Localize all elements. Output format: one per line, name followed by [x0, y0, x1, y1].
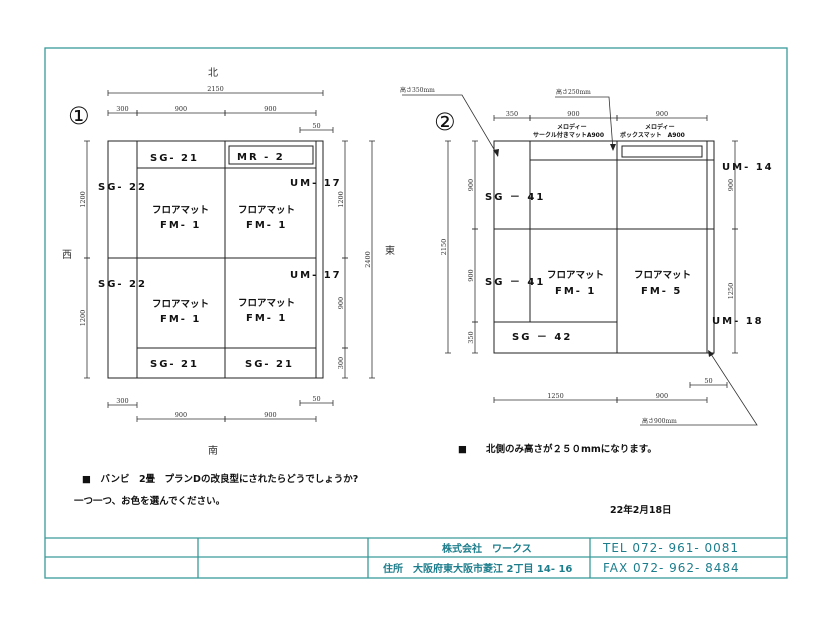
dimension-label: 50: [312, 122, 320, 130]
part-fm1: FM- 1: [555, 286, 596, 297]
drawing-date: 22年2月18日: [610, 504, 672, 516]
melody-label-a: メロディー: [557, 123, 587, 131]
sheet-frame: [44, 47, 788, 579]
part-sg22-a: SG- 22: [98, 182, 147, 193]
part-sg21-bottom-2: SG- 21: [245, 359, 294, 370]
plan-1-number: ①: [68, 102, 90, 130]
dimension-label: 50: [704, 377, 712, 385]
plan-1-outline: [107, 140, 324, 379]
company-fax: FAX 072- 962- 8484: [603, 561, 740, 575]
part-sg41-b: SG － 41: [485, 277, 545, 288]
plan-1: ① 北 南 西 東 SG- 21 MR - 2 SG- 22 SG- 22 UM…: [62, 67, 395, 457]
leader-lines: [402, 94, 758, 426]
part-sg22-b: SG- 22: [98, 279, 147, 290]
part-sg21-top: SG- 21: [150, 153, 199, 164]
part-um18: UM- 18: [712, 316, 764, 327]
floormat-label: フロアマット: [547, 270, 604, 281]
dimension-label: 1250: [547, 392, 564, 400]
dimension-label: 1200: [79, 310, 87, 327]
plan-2-number: ②: [434, 108, 456, 136]
part-sg21-bottom-1: SG- 21: [150, 359, 199, 370]
plan-2: ② 高さ350mm 高さ250mm 高さ900mm メロディー サークル付きマッ…: [400, 86, 774, 426]
dimension-label: 1200: [337, 191, 345, 208]
dimension-label: 350: [506, 110, 518, 118]
north-label: 北: [208, 67, 218, 79]
dimension-lines: 2150 300 900 900 50 300 900 900 50 350 900 900 1250 9…: [79, 85, 738, 422]
part-sg42: SG － 42: [512, 332, 572, 343]
dimension-label: 2150: [207, 85, 224, 93]
dimension-label: 900: [337, 297, 345, 309]
dimension-label: 900: [656, 392, 668, 400]
leader-height-900: 高さ900mm: [642, 417, 677, 425]
dimension-label: 900: [727, 179, 735, 191]
part-fm1: FM- 1: [160, 314, 201, 325]
dimension-label: 900: [467, 179, 475, 191]
melody-box-mat: ボックスマット A900: [620, 131, 685, 139]
part-fm1: FM- 1: [246, 313, 287, 324]
floormat-label: フロアマット: [152, 205, 209, 216]
note-proposal: ■ バンビ 2畳 プランDの改良型にされたらどうでしょうか?: [82, 473, 358, 485]
part-fm5: FM- 5: [641, 286, 682, 297]
dimension-label: 300: [116, 397, 128, 405]
leader-height-250: 高さ250mm: [556, 88, 591, 96]
east-label: 東: [385, 244, 395, 257]
dimension-label: 900: [264, 411, 276, 419]
part-um14: UM- 14: [722, 162, 774, 173]
melody-label-b: メロディー: [645, 123, 675, 131]
dimension-label: 1200: [79, 191, 87, 208]
note-north-height: ■ 北側のみ高さが２５０mmになります。: [458, 443, 657, 455]
dimension-label: 900: [175, 411, 187, 419]
leader-height-350: 高さ350mm: [400, 86, 435, 94]
dimension-label: 900: [656, 110, 668, 118]
part-um17-b: UM- 17: [290, 270, 342, 281]
dimension-label: 2400: [364, 251, 372, 268]
dimension-label: 1250: [727, 283, 735, 300]
part-sg41-a: SG － 41: [485, 192, 545, 203]
company-tel: TEL 072- 961- 0081: [602, 541, 739, 555]
part-fm1: FM- 1: [160, 220, 201, 231]
west-label: 西: [62, 250, 72, 261]
dimension-label: 300: [337, 357, 345, 369]
floormat-label: フロアマット: [238, 205, 295, 216]
dimension-label: 900: [264, 105, 276, 113]
floormat-label: フロアマット: [152, 299, 209, 310]
part-mr2: MR - 2: [237, 152, 285, 163]
dimension-label: 900: [175, 105, 187, 113]
company-name: 株式会社 ワークス: [442, 542, 532, 555]
note-choose-colors: 一つ一つ、お色を選んでください。: [74, 495, 225, 507]
floormat-label: フロアマット: [634, 270, 691, 281]
dimension-label: 350: [467, 331, 475, 343]
melody-circle-mat: サークル付きマットA900: [533, 131, 604, 139]
south-label: 南: [208, 444, 218, 457]
dimension-label: 2150: [440, 239, 448, 256]
dimension-label: 300: [116, 105, 128, 113]
dimension-label: 900: [467, 269, 475, 281]
plan-2-outline: [493, 140, 715, 354]
dimension-label: 50: [312, 395, 320, 403]
company-address: 住所 大阪府東大阪市菱江 2丁目 14- 16: [383, 562, 572, 575]
dimension-label: 900: [567, 110, 579, 118]
part-fm1: FM- 1: [246, 220, 287, 231]
part-um17-a: UM- 17: [290, 178, 342, 189]
floormat-label: フロアマット: [238, 298, 295, 309]
